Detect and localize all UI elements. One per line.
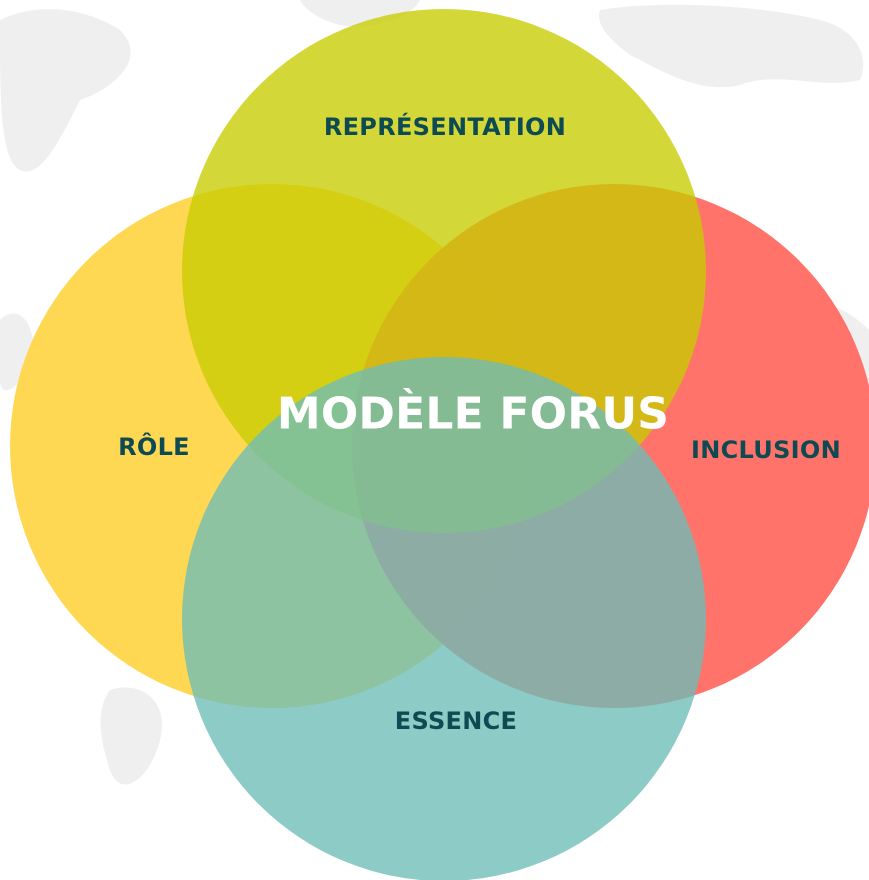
label-inclusion: INCLUSION (691, 436, 841, 464)
diagram-title: MODÈLE FORUS (276, 388, 670, 440)
label-essence: ESSENCE (394, 707, 518, 735)
label-role: RÔLE (118, 433, 190, 461)
circle-essence (182, 357, 706, 880)
label-representation: REPRÉSENTATION (323, 113, 567, 141)
